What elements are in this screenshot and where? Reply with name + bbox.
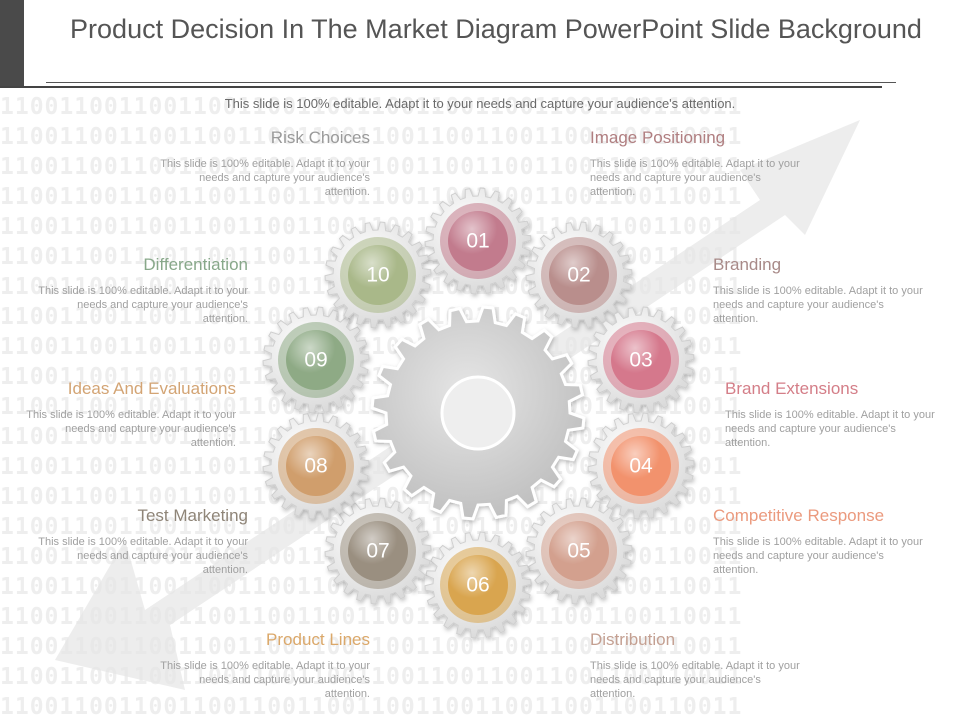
label-description: This slide is 100% editable. Adapt it to… (713, 536, 923, 576)
label-description: This slide is 100% editable. Adapt it to… (38, 285, 248, 325)
gear-number: 04 (629, 455, 653, 478)
label-heading: Differentiation (143, 255, 248, 274)
label-description: This slide is 100% editable. Adapt it to… (725, 409, 935, 449)
slide-title: Product Decision In The Market Diagram P… (70, 14, 922, 44)
label-description: This slide is 100% editable. Adapt it to… (160, 660, 370, 700)
label-description: This slide is 100% editable. Adapt it to… (713, 285, 923, 325)
gear-shine (348, 245, 408, 305)
gear-number: 05 (567, 540, 590, 563)
label-heading: Image Positioning (590, 128, 726, 147)
center-gear-hub (440, 375, 516, 451)
gear-05: 05 (525, 497, 633, 605)
label-heading: Competitive Response (713, 506, 885, 525)
gear-07: 07 (324, 497, 432, 605)
gear-shine (286, 330, 346, 390)
gear-number: 03 (629, 349, 652, 372)
gear-shine (549, 521, 609, 581)
gear-01: 01 (424, 187, 532, 295)
gear-02: 02 (525, 221, 633, 329)
gear-shine (549, 245, 609, 305)
gear-number: 09 (304, 349, 327, 372)
gear-number: 02 (567, 264, 590, 287)
label-heading: Brand Extensions (725, 379, 859, 398)
label-description: This slide is 100% editable. Adapt it to… (38, 536, 248, 576)
gear-shine (611, 436, 671, 496)
label-heading: Risk Choices (270, 128, 370, 147)
gear-number: 07 (366, 540, 389, 563)
title-divider-bold (0, 86, 882, 88)
gear-shine (611, 330, 671, 390)
label-description: This slide is 100% editable. Adapt it to… (590, 158, 800, 198)
gear-shine (448, 211, 508, 271)
gear-shine (448, 555, 508, 615)
label-description: This slide is 100% editable. Adapt it to… (590, 660, 800, 700)
label-heading: Distribution (590, 630, 676, 649)
label-heading: Ideas And Evaluations (67, 379, 236, 398)
gear-09: 09 (262, 306, 370, 414)
gear-10: 10 (324, 221, 432, 329)
label-heading: Branding (713, 255, 782, 274)
gear-number: 08 (304, 455, 327, 478)
label-heading: Test Marketing (137, 506, 248, 525)
slide-subtitle: This slide is 100% editable. Adapt it to… (224, 96, 736, 111)
corner-accent (0, 0, 24, 88)
label-description: This slide is 100% editable. Adapt it to… (160, 158, 370, 198)
gear-03: 03 (587, 306, 695, 414)
gear-shine (348, 521, 408, 581)
gear-04: 04 (587, 412, 695, 520)
gear-number: 01 (466, 230, 489, 253)
label-description: This slide is 100% editable. Adapt it to… (26, 409, 236, 449)
center-gear (370, 305, 586, 521)
gear-08: 08 (262, 412, 370, 520)
gear-number: 06 (466, 574, 489, 597)
gear-shine (286, 436, 346, 496)
gear-06: 06 (424, 531, 532, 639)
title-divider (46, 82, 896, 83)
label-heading: Product Lines (266, 630, 370, 649)
gear-number: 10 (366, 264, 389, 287)
